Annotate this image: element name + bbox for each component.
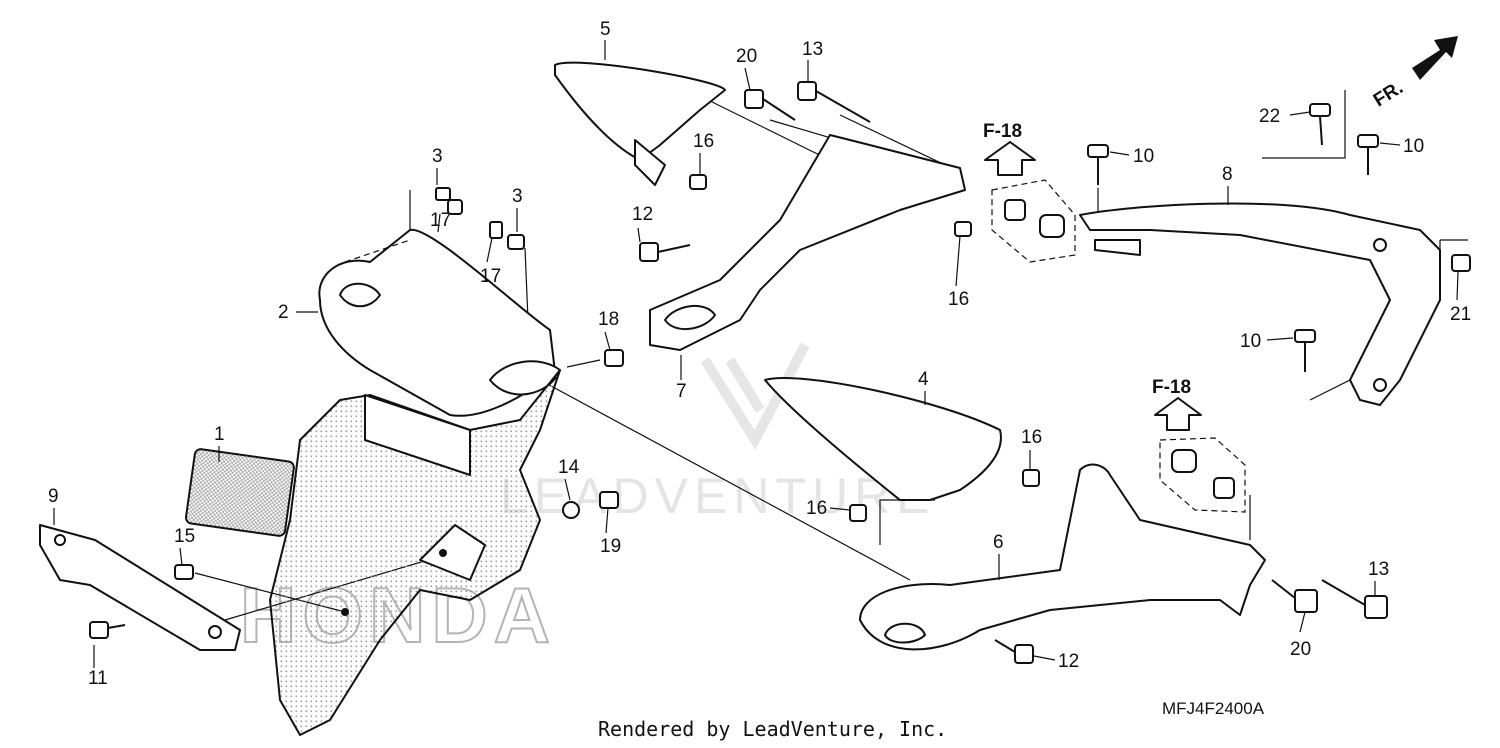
callout-label: 1 <box>214 424 225 445</box>
callout-label: 4 <box>918 369 929 390</box>
part-4-side-cover <box>764 377 1002 501</box>
f18-reference-lower <box>1154 397 1246 513</box>
callout-label: 11 <box>88 668 108 689</box>
diagram-code: MFJ4F2400A <box>1162 699 1265 718</box>
callout-label: 18 <box>598 309 619 330</box>
part-1-reflector <box>184 448 295 537</box>
callout-label: 3 <box>512 186 523 207</box>
callout-label: 14 <box>558 457 580 478</box>
callout-label: 19 <box>600 536 621 557</box>
callout-label: 16 <box>806 498 827 519</box>
callout-label: 13 <box>802 39 823 60</box>
callout-label: 16 <box>1021 427 1042 448</box>
callout-label: 20 <box>736 46 757 67</box>
callout-label: 15 <box>174 526 195 547</box>
part-5-trim <box>554 61 726 186</box>
leadventure-logo-watermark <box>700 342 810 451</box>
callout-label: 8 <box>1222 164 1233 185</box>
callout-label: 17 <box>430 210 451 231</box>
callout-label: 9 <box>48 486 59 507</box>
callout-label: 12 <box>1058 651 1079 672</box>
callout-label: 2 <box>278 302 289 323</box>
callout-label: 3 <box>432 146 443 167</box>
part-2-bracket <box>318 228 561 417</box>
callout-label: 10 <box>1240 331 1261 352</box>
reference-label-f18-upper: F-18 <box>983 121 1022 142</box>
callout-label: 16 <box>948 289 969 310</box>
fr-direction-arrow-icon: FR. <box>1370 36 1458 111</box>
part-1-rear-fender <box>269 369 561 736</box>
f18-reference-upper <box>984 141 1076 263</box>
callout-label: 7 <box>676 381 687 402</box>
callout-label: 20 <box>1290 639 1311 660</box>
callout-label: 22 <box>1259 106 1280 127</box>
callout-label: 10 <box>1403 136 1424 157</box>
callout-label: 5 <box>600 19 611 40</box>
direction-label: FR. <box>1370 77 1407 111</box>
part-6-grab-rail <box>859 463 1266 651</box>
callout-label: 12 <box>632 204 653 225</box>
part-8-rear-cowl <box>1079 202 1441 406</box>
callout-label: 21 <box>1450 304 1471 325</box>
callout-label: 6 <box>993 532 1004 553</box>
callout-label: 16 <box>693 131 714 152</box>
render-credit: Rendered by LeadVenture, Inc. <box>598 717 947 741</box>
callout-leaders <box>53 40 1459 668</box>
callout-label: 17 <box>480 266 501 287</box>
part-7-grab-rail <box>649 134 966 351</box>
part-9-license-bracket <box>39 524 241 651</box>
callout-label: 10 <box>1133 146 1154 167</box>
fasteners <box>89 81 1471 664</box>
reference-label-f18-lower: F-18 <box>1152 377 1191 398</box>
callout-label: 13 <box>1368 559 1389 580</box>
